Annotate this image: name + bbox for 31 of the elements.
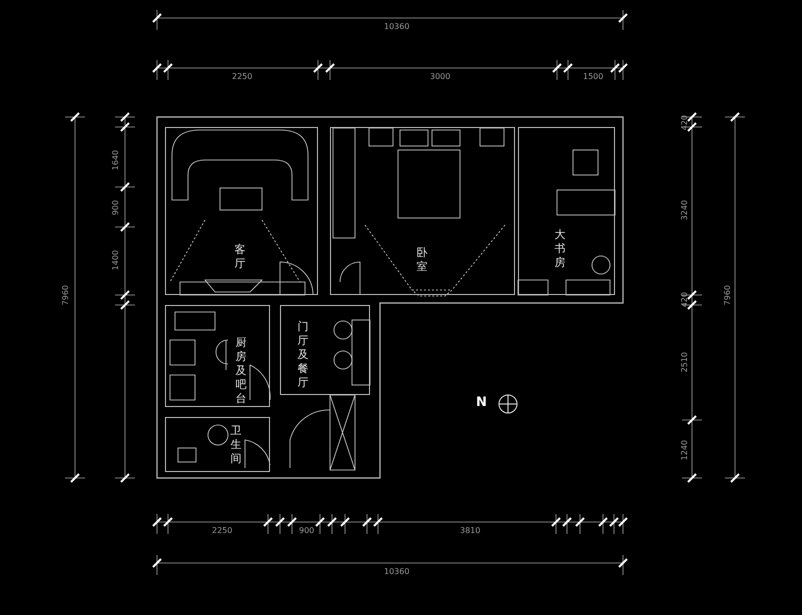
room-label: 门厅及餐厅: [297, 320, 309, 390]
dimension-label: 3000: [430, 72, 450, 81]
dimension-label: 3810: [460, 526, 480, 535]
room-outline: [165, 417, 270, 472]
dimension-label: 3240: [680, 200, 689, 220]
dimension-label: 1400: [111, 250, 120, 270]
dimension-label: 900: [299, 526, 314, 535]
room-outline: [518, 127, 615, 295]
dimension-label: 2250: [232, 72, 252, 81]
north-label: N: [476, 396, 487, 410]
room-label: 卫生间: [230, 424, 242, 466]
room-outline: [165, 305, 270, 407]
dimension-label: 900: [111, 200, 120, 216]
room-label: 大书房: [554, 228, 566, 270]
dimension-label: 10360: [384, 567, 410, 576]
dimension-label: 1500: [583, 72, 604, 81]
dimension-label: 2510: [680, 352, 689, 372]
dimension-label: 7960: [61, 285, 70, 306]
dimension-label: 10360: [384, 22, 410, 31]
dimension-label: 1640: [111, 150, 120, 170]
room-outline: [165, 127, 318, 295]
dimension-label: 420: [680, 292, 689, 308]
room-outline: [330, 127, 515, 295]
room-label: 厨房及吧台: [235, 336, 247, 406]
dimension-label: 420: [680, 115, 689, 130]
room-label: 客厅: [234, 243, 246, 271]
room-outline: [280, 305, 370, 395]
dimension-label: 7960: [723, 285, 732, 306]
room-label: 卧室: [416, 246, 428, 274]
dimension-label: 2250: [212, 526, 232, 535]
dimension-label: 1240: [680, 440, 689, 460]
